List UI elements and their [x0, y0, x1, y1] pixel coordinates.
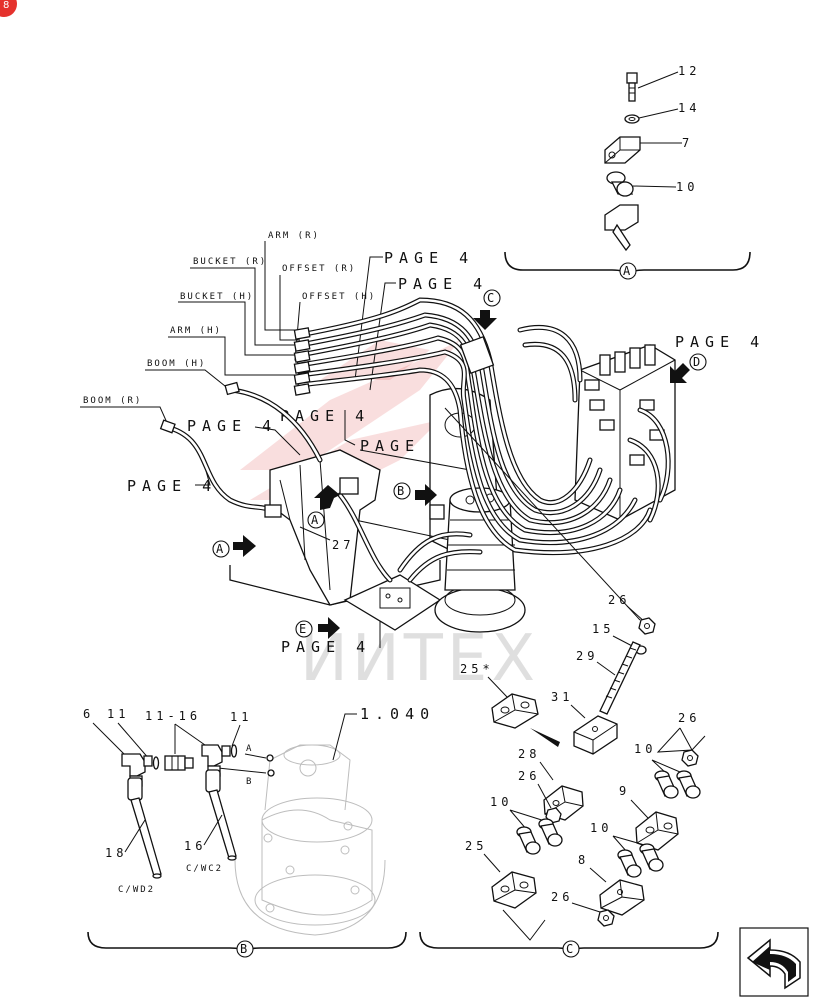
view-a-label: A: [623, 264, 631, 278]
view-c-label: C: [566, 942, 573, 956]
port-b-label: B: [246, 777, 253, 787]
part-10-c: 10: [490, 795, 512, 809]
page-ref-6: PAGE 4: [360, 437, 450, 455]
label-offset-r: OFFSET (R): [282, 264, 356, 274]
clamp-9[interactable]: [635, 811, 679, 851]
leader-26: [444, 407, 641, 621]
part-26-c: 26: [518, 769, 540, 783]
block-31[interactable]: [573, 715, 618, 755]
washer-14[interactable]: [624, 114, 640, 124]
part-26-b: 26: [678, 711, 700, 725]
nut-26-a[interactable]: [638, 617, 656, 635]
hose-code-1: C/WD2: [118, 885, 155, 895]
bolt-12[interactable]: [626, 72, 638, 102]
nut-26-b[interactable]: [681, 749, 699, 767]
hose-bundle: [167, 297, 671, 583]
part-29: 29: [576, 649, 598, 663]
label-arm-h: ARM (H): [170, 326, 222, 336]
view-e-marker: E: [299, 622, 306, 636]
view-d-marker: D: [693, 355, 700, 369]
o-ring-11-b[interactable]: [230, 744, 238, 758]
label-boom-h: BOOM (H): [147, 359, 206, 369]
label-offset-h: OFFSET (H): [302, 292, 376, 302]
hose-16[interactable]: [205, 769, 237, 861]
label-bucket-r: BUCKET (R): [193, 257, 267, 267]
part-18: 18: [105, 846, 127, 860]
part-7: 7: [682, 136, 693, 150]
page-ref-1: PAGE 4: [384, 249, 474, 267]
page-ref-5: PAGE 4: [187, 417, 277, 435]
hose-18[interactable]: [127, 777, 162, 879]
view-a-marker-1: A: [311, 513, 319, 527]
part-1040: 1.040: [360, 705, 435, 723]
part-15: 15: [592, 622, 614, 636]
collar-10-d[interactable]: [617, 843, 664, 878]
view-a-marker-2: A: [216, 542, 224, 556]
svg-text:8: 8: [3, 0, 9, 11]
collar-10[interactable]: [606, 171, 634, 197]
svg-text:ИИТЕХ: ИИТЕХ: [300, 622, 539, 696]
view-markers: C D B A A E: [212, 289, 707, 639]
corner-badge[interactable]: 8: [0, 0, 17, 17]
part-26-d: 26: [551, 890, 573, 904]
hose-labels: ARM (R) BUCKET (R) OFFSET (R) BUCKET (H)…: [83, 231, 376, 406]
part-11-a: 11: [107, 707, 129, 721]
part-31: 31: [551, 690, 573, 704]
detail-c: 26 15 29 25* 31 26: [419, 593, 719, 958]
page-ref-2: PAGE 4: [398, 275, 488, 293]
part-10-d: 10: [590, 821, 612, 835]
part-26-a: 26: [608, 593, 630, 607]
label-boom-r: BOOM (R): [83, 396, 142, 406]
hose-code-2: C/WC2: [186, 864, 223, 874]
threaded-rod-29[interactable]: [599, 641, 641, 715]
return-arrow-icon[interactable]: [739, 927, 809, 997]
view-b-marker: B: [397, 484, 404, 498]
part-28: 28: [518, 747, 540, 761]
view-b-label: B: [240, 942, 247, 956]
swing-motor-ghost: [234, 744, 386, 936]
detail-b: 1.040 A B 6 11 11-16 11: [83, 705, 435, 958]
detail-a: 12 14 7 10 A: [504, 64, 751, 280]
part-27: 27: [332, 538, 354, 552]
label-bucket-h: BUCKET (H): [180, 292, 254, 302]
page-ref-8: PAGE 4: [281, 638, 371, 656]
clamp-25[interactable]: [491, 871, 537, 909]
part-11-b: 11: [230, 710, 252, 724]
part-25-star: 25*: [460, 662, 494, 676]
part-10-a: 10: [676, 180, 698, 194]
part-16: 16: [184, 839, 206, 853]
bracket-c-link: [502, 909, 546, 941]
part-12: 12: [678, 64, 700, 78]
port-a-label: A: [246, 744, 253, 754]
clamp-assembly[interactable]: [604, 204, 639, 252]
part-11-16: 11-16: [145, 709, 201, 723]
part-10-b: 10: [634, 742, 656, 756]
hose-fittings: [159, 327, 495, 520]
page-ref-3: PAGE 4: [675, 333, 765, 351]
collar-10-b[interactable]: [654, 770, 701, 799]
page-ref-7: PAGE 4: [127, 477, 217, 495]
nut-26-d[interactable]: [597, 909, 615, 927]
part-8: 8: [578, 853, 589, 867]
label-leaders: [80, 241, 301, 426]
page-refs: PAGE 4 PAGE 4 PAGE 4 PAGE 4 PAGE 4 PAGE …: [127, 249, 765, 656]
collar-10-c[interactable]: [516, 818, 563, 855]
clamp-25-star[interactable]: [491, 693, 539, 729]
clamp-8[interactable]: [599, 879, 645, 916]
adapter-fitting[interactable]: [164, 755, 194, 771]
part-6: 6: [83, 707, 94, 721]
clamp-7[interactable]: [604, 136, 641, 164]
page-ref-4: PAGE 4: [280, 407, 370, 425]
main-assembly: ARM (R) BUCKET (R) OFFSET (R) BUCKET (H)…: [80, 231, 765, 656]
part-9: 9: [619, 784, 630, 798]
view-c-marker: C: [487, 291, 494, 305]
part-25: 25: [465, 839, 487, 853]
o-ring-11-a[interactable]: [152, 756, 160, 770]
label-arm-r: ARM (R): [268, 231, 320, 241]
part-14: 14: [678, 101, 700, 115]
